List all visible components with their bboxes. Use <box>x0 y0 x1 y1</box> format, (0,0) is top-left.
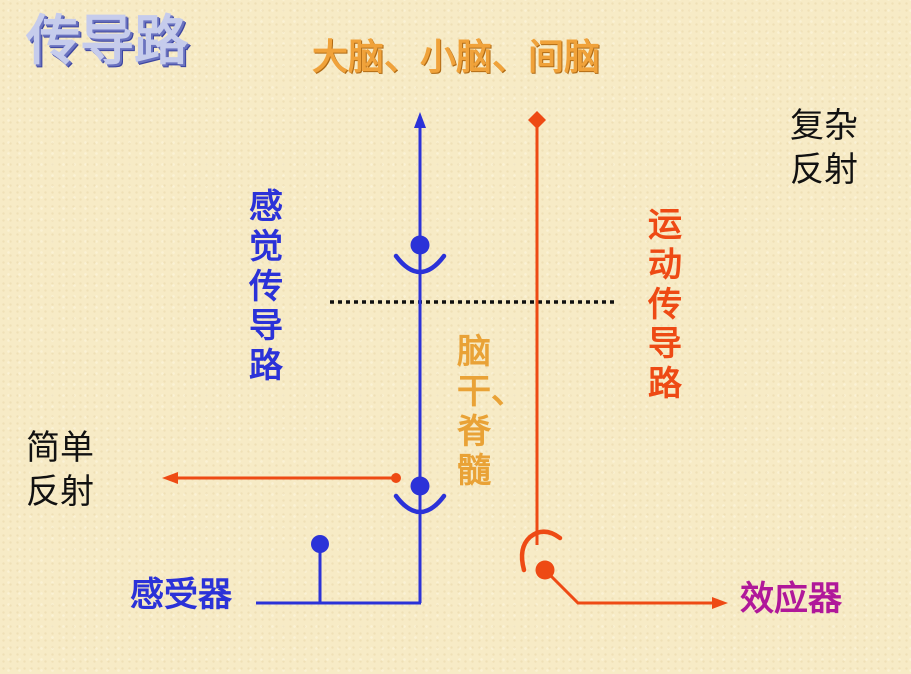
sensory-arrow-head <box>414 112 426 128</box>
slide-title: 传导路 <box>26 9 188 72</box>
brain-regions-label: 大脑、小脑、间脑 <box>312 37 601 78</box>
motor-pathway-label: 运动传导路 <box>648 205 682 405</box>
simple-reflex-dot <box>391 473 401 483</box>
motor-top-diamond <box>528 111 546 129</box>
brainstem-spinal-label: 脑干、脊髓 <box>457 332 525 492</box>
simple-reflex-label: 简单反射 <box>26 428 94 513</box>
sensory-pathway-label: 感觉传导路 <box>249 187 283 387</box>
complex-reflex-label: 复杂反射 <box>790 106 858 191</box>
motor-synapse-cup <box>519 529 563 573</box>
upper-synapse-neuron <box>410 235 430 255</box>
receptor-neuron-body <box>311 535 329 553</box>
simple-reflex-arrow-head <box>162 472 178 484</box>
lower-synapse-neuron <box>410 476 430 496</box>
upper-synapse-cup <box>393 253 447 275</box>
effector-arrow-head <box>712 597 728 609</box>
effector-label: 效应器 <box>740 579 842 619</box>
receptor-label: 感受器 <box>130 575 232 615</box>
effector-line <box>543 568 714 605</box>
lower-synapse-cup <box>393 493 447 515</box>
